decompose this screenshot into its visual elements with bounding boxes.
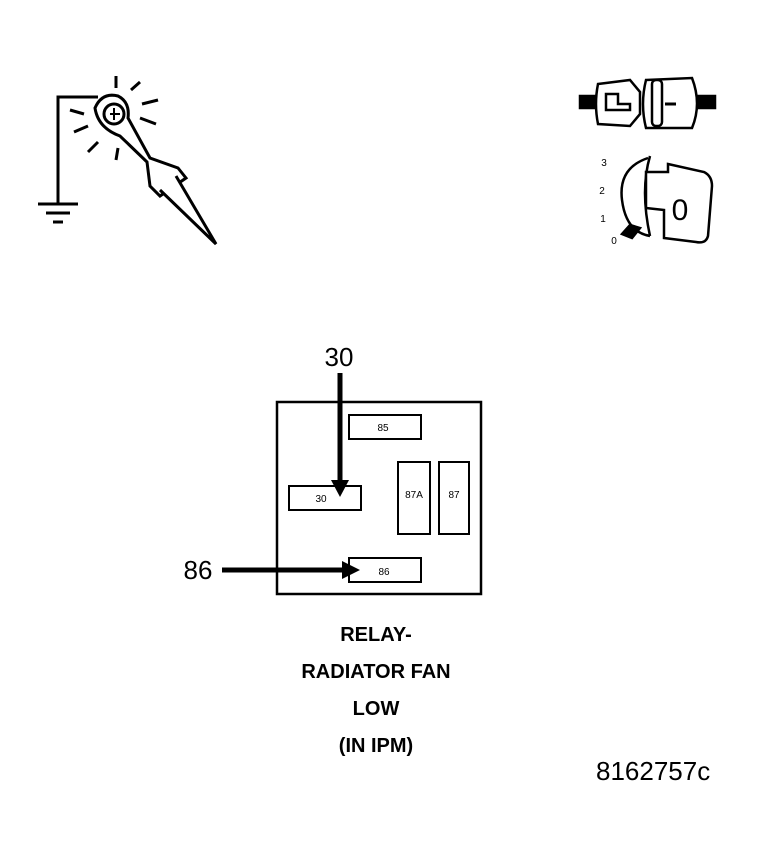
terminal-86-label: 86 bbox=[378, 567, 390, 578]
test-light-icon bbox=[38, 76, 218, 246]
caption-line-4: (IN IPM) bbox=[338, 735, 414, 757]
callout-86-label: 86 bbox=[184, 555, 213, 585]
caption-line-2: RADIATOR FAN bbox=[301, 661, 451, 683]
terminal-85-label: 85 bbox=[377, 423, 389, 434]
terminal-86 bbox=[348, 557, 422, 583]
ignition-pos-1: 1 bbox=[600, 214, 606, 225]
ignition-pos-2: 2 bbox=[599, 186, 605, 197]
connector-icon bbox=[578, 76, 717, 130]
terminal-87a-label: 87A bbox=[405, 490, 423, 501]
callout-arrow-30 bbox=[331, 373, 349, 497]
terminal-85 bbox=[348, 414, 422, 440]
callout-30-label: 30 bbox=[325, 342, 354, 372]
terminal-87 bbox=[438, 461, 470, 535]
ignition-key-label: 0 bbox=[672, 194, 689, 227]
terminal-87-label: 87 bbox=[448, 490, 460, 501]
caption-line-3: LOW bbox=[352, 698, 400, 720]
callout-arrow-86 bbox=[222, 561, 360, 579]
figure-reference: 8162757c bbox=[596, 756, 711, 786]
ignition-switch-icon bbox=[619, 155, 714, 244]
terminal-30 bbox=[288, 485, 362, 511]
ignition-pos-0: 0 bbox=[611, 236, 617, 247]
terminal-87a bbox=[397, 461, 431, 535]
caption-line-1: RELAY- bbox=[340, 624, 412, 646]
ignition-pos-3: 3 bbox=[601, 158, 607, 169]
terminal-30-label: 30 bbox=[315, 494, 327, 505]
